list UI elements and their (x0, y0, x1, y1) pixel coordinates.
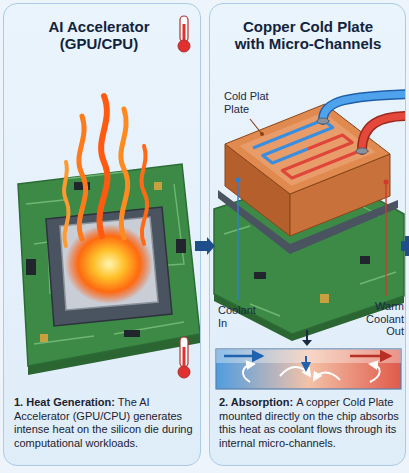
step-caption: 1. Heat Generation:The AI Accelerator (G… (14, 396, 194, 450)
thermometer-icon-part (183, 347, 186, 367)
copper-cold-plate-part (240, 112, 376, 186)
copper-cold-plate-part (225, 104, 390, 194)
circuit-board (18, 164, 200, 375)
chip-package-part (65, 224, 153, 304)
flow-inset-part (224, 355, 262, 358)
step-caption: 2. Absorption:A copper Cold Plate mounte… (219, 396, 401, 450)
circuit-board-part (26, 259, 36, 275)
thermometer-icon-part (178, 366, 190, 378)
heat-flames-part (79, 116, 86, 239)
leader-lines-part (260, 132, 264, 136)
coolant-tubes-part (362, 116, 406, 150)
circuit-board-part (176, 239, 186, 253)
step-panel: AI Accelerator (GPU/CPU) 1. Heat Generati… (3, 3, 201, 466)
circuit-board-part (18, 164, 200, 366)
copper-cold-plate-part (273, 135, 363, 178)
coolant-tubes-part (317, 118, 329, 124)
thermometer-icon (178, 337, 190, 378)
step-title: 2. Absorption: (219, 396, 293, 408)
flow-inset-part (350, 355, 390, 358)
panel-heading: AI Accelerator (GPU/CPU) (19, 18, 179, 52)
part-label: Coolant In (218, 304, 264, 329)
down-arrow (302, 330, 312, 346)
copper-cold-plate-part (240, 112, 376, 186)
coolant-tubes (317, 94, 406, 154)
heat-flames-part (141, 146, 147, 244)
circuit-board-part (40, 334, 48, 342)
part-label: Warm Coolant Out (356, 300, 404, 338)
thermometer-icon (178, 16, 190, 52)
part-label: Cold Plat Plate (224, 90, 279, 115)
down-arrow-part (306, 330, 308, 341)
leader-lines-part (237, 180, 238, 300)
leader-lines-part (236, 178, 241, 183)
flow-inset (216, 349, 401, 389)
thermometer-icon-part (183, 24, 186, 42)
leader-lines-part (250, 119, 262, 134)
panel-heading: Copper Cold Plate with Micro-Channels (228, 18, 388, 52)
circuit-board-part (360, 256, 370, 264)
heat-flames-part (99, 96, 107, 236)
flow-inset-part (314, 373, 340, 381)
leader-lines (236, 119, 389, 300)
thermometer-icon-part (178, 40, 190, 52)
heat-flames (64, 96, 147, 246)
flow-inset-part (370, 364, 380, 382)
thermometer-icon-part (180, 16, 188, 42)
leader-lines-part (384, 180, 389, 185)
step-title: 1. Heat Generation: (14, 396, 115, 408)
flow-inset-part (305, 356, 307, 370)
heat-flames-part (64, 162, 69, 246)
coolant-tubes-part (362, 116, 406, 150)
circuit-board-part (154, 182, 162, 190)
next-step-arrow-shape (401, 236, 409, 256)
down-arrow-part (302, 340, 312, 346)
step-panel: Copper Cold Plate with Micro-Channels 2. … (209, 3, 406, 466)
flow-inset-part (216, 349, 401, 363)
circuit-board-part (124, 330, 140, 337)
leader-lines-part (385, 182, 386, 296)
circuit-board-part (320, 294, 329, 303)
flow-inset-part (216, 349, 401, 389)
heat-flames-part (121, 109, 128, 238)
flow-arrow (195, 237, 215, 255)
flow-inset-part (243, 364, 254, 382)
coolant-tubes-part (356, 148, 368, 154)
circuit-board-part (254, 272, 266, 279)
thermometer-icon-part (180, 337, 188, 367)
copper-cold-plate (225, 104, 390, 236)
